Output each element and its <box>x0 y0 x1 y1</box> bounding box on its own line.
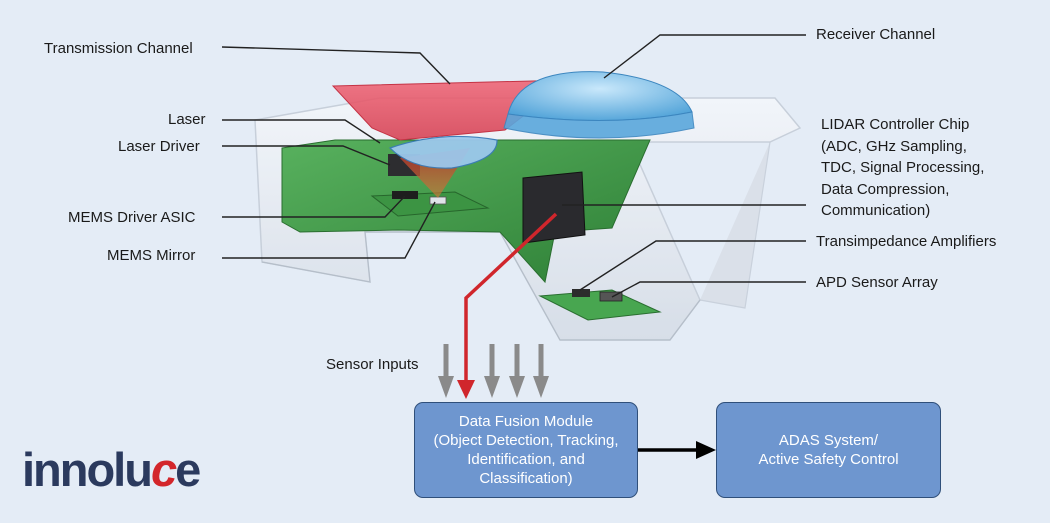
logo-text-accent: c <box>150 443 177 496</box>
label-sensor-inputs: Sensor Inputs <box>326 356 419 373</box>
data-fusion-line: Classification) <box>479 470 573 487</box>
label-laser-driver: Laser Driver <box>118 138 200 155</box>
label-transmission-channel: Transmission Channel <box>44 40 193 57</box>
lidar-controller-line: Data Compression, <box>821 180 950 198</box>
leader-laser-driver <box>222 145 391 166</box>
sensor-input-arrows <box>438 344 549 398</box>
leader-transimpedance <box>579 240 806 291</box>
leader-transmission <box>221 46 451 85</box>
mems-driver-asic-chip <box>392 191 418 199</box>
logo-stripes <box>20 469 240 485</box>
sensor-arrow <box>484 344 500 398</box>
leader-lines <box>221 34 806 298</box>
lidar-controller-chip <box>522 171 586 244</box>
sensor-arrow <box>438 344 454 398</box>
leader-mems-mirror <box>222 201 436 259</box>
label-mems-mirror: MEMS Mirror <box>107 247 196 264</box>
lidar-controller-line: LIDAR Controller Chip <box>821 116 970 133</box>
apd-sensor-chip <box>599 291 623 302</box>
receiver-lens-base <box>503 111 695 139</box>
fusion-to-adas-arrowhead <box>696 441 716 459</box>
data-fusion-line: Identification, and <box>467 451 585 468</box>
label-transimpedance-amplifiers: Transimpedance Amplifiers <box>816 233 997 250</box>
label-laser: Laser <box>168 111 206 128</box>
logo-text-end: e <box>175 443 201 496</box>
leader-mems-driver <box>222 195 406 218</box>
receiver-channel-dome <box>507 71 693 121</box>
adas-system-box: ADAS System/ Active Safety Control <box>716 402 941 498</box>
adas-line: Active Safety Control <box>758 451 899 468</box>
transmission-lens <box>388 135 498 169</box>
data-fusion-line: Data Fusion Module <box>458 413 594 430</box>
data-fusion-line: (Object Detection, Tracking, <box>433 432 619 449</box>
leader-apd <box>611 281 806 298</box>
transimpedance-amplifier-chip <box>572 289 590 297</box>
sensor-arrow <box>509 344 525 398</box>
mems-mirror-chip <box>429 196 447 205</box>
label-receiver-channel: Receiver Channel <box>816 26 936 43</box>
controller-to-fusion-line <box>464 212 558 382</box>
controller-to-fusion-arrowhead <box>457 380 475 399</box>
logo-text-main: innolu <box>22 443 153 496</box>
label-apd-sensor-array: APD Sensor Array <box>816 274 938 291</box>
adas-line: ADAS System/ <box>778 432 879 449</box>
label-mems-driver-asic: MEMS Driver ASIC <box>68 209 196 226</box>
data-fusion-module-box: Data Fusion Module (Object Detection, Tr… <box>414 402 638 498</box>
label-lidar-controller: LIDAR Controller Chip (ADC, GHz Sampling… <box>821 114 984 222</box>
innoluce-logo: innoluce <box>22 443 201 496</box>
lidar-controller-line: TDC, Signal Processing, <box>821 159 985 176</box>
leader-receiver <box>603 34 806 79</box>
leader-laser <box>222 119 381 144</box>
lidar-controller-line: (ADC, GHz Sampling, <box>821 137 967 155</box>
lidar-controller-line: Communication) <box>821 202 931 219</box>
sensor-arrow <box>533 344 549 398</box>
